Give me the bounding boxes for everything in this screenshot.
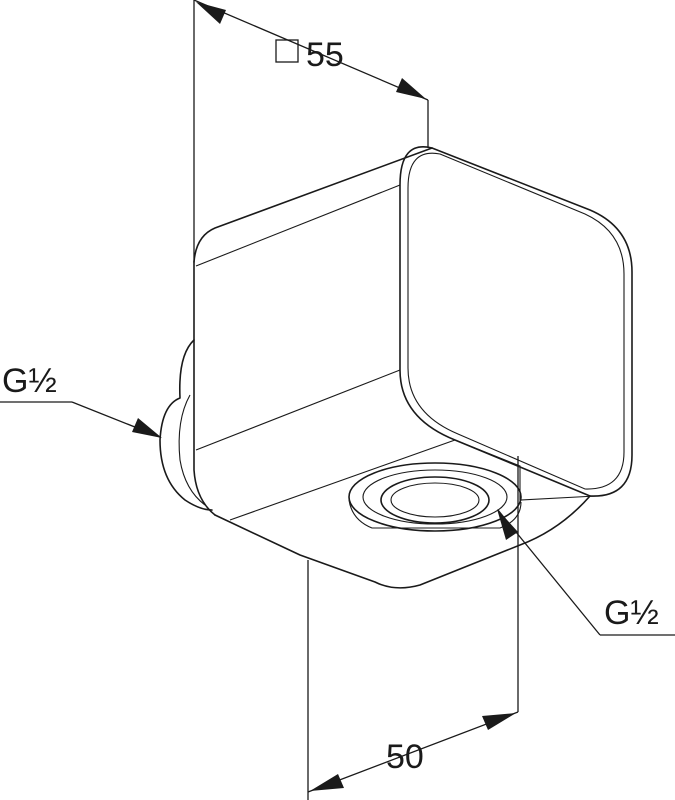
leader-side-thread: G½ [0,362,162,438]
square-symbol [275,39,299,63]
side-inlet-nipple [159,339,213,511]
arrowhead-top-right [396,78,426,99]
arrowhead-bottom-outlet [497,509,518,540]
left-edge [193,261,216,516]
mid-line-left [195,369,401,451]
top-face-line [195,184,401,267]
bottom-inner-line [229,439,456,521]
front-face [399,146,633,497]
side-inlet-inner [178,394,206,506]
dimension-top-width: 55 [193,0,429,262]
outlet-ring-inner [380,476,490,524]
bottom-thread-label: G½ [604,594,659,632]
front-face-bevel [407,152,625,490]
outlet-ring-outer [348,462,522,532]
arrowhead-side [132,418,162,438]
dimension-value-50: 50 [386,738,424,776]
dimension-line-bottom [307,711,519,793]
outlet-rim [348,499,522,529]
side-thread-label: G½ [2,362,57,400]
dimension-value-55: 55 [306,36,344,74]
dimension-bottom-depth: 50 [307,456,519,800]
leader-bottom-thread: G½ [497,509,675,636]
wall-outlet-body [159,146,633,589]
arrowhead-bottom-right [482,713,516,730]
bottom-edge-right [454,439,597,501]
dimension-line-top [193,0,429,101]
bottom-front-edge [214,495,591,589]
top-edge-back [193,147,433,263]
outlet-ring-mid [362,469,508,525]
arrowhead-top-left [196,2,226,24]
outlet-ring-bore [390,482,480,518]
arrowhead-bottom-left [310,774,344,791]
